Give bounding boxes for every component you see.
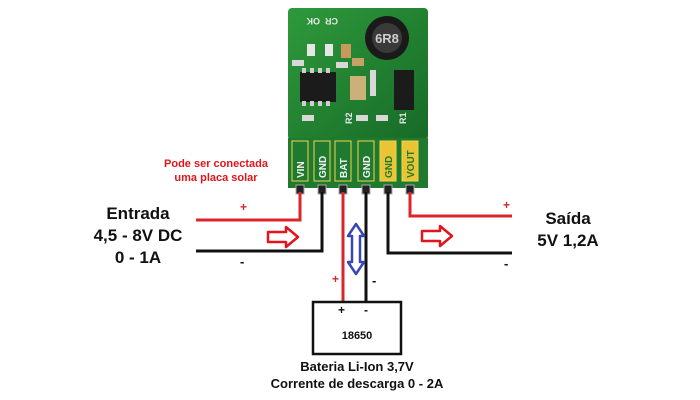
battery-wire-minus-sign: - [372,273,377,288]
output-minus-sign: - [504,256,509,271]
solar-note: Pode ser conectada uma placa solar [146,157,286,185]
battery-minus-terminal: - [364,303,368,317]
smd-part [292,60,304,66]
input-plus-sign: + [240,200,248,214]
smd-part [341,44,351,58]
solar-note-line2: uma placa solar [174,172,258,184]
ic-chip [300,68,336,106]
input-title: Entrada [106,204,170,223]
output-positive-wire [408,192,512,218]
smd-part [370,70,376,96]
battery-plus-terminal: + [338,303,346,317]
battery-cell-label: 18650 [341,330,373,342]
battery-description-line1: Bateria Li-Ion 3,7V [300,359,414,374]
input-minus-sign: - [240,254,245,269]
pin-label-gnd-3: GND [362,156,373,178]
transistor [394,70,414,110]
wires [196,192,512,303]
output-flow-arrow [420,224,454,248]
battery-description: Bateria Li-Ion 3,7V Corrente de descarga… [230,358,484,392]
input-negative-wire [196,192,324,253]
smd-part [350,76,366,100]
output-plus-sign: + [503,198,511,212]
battery-flow-arrow [346,222,366,276]
pin-label-box-gnd-4 [379,140,397,182]
pin-label-box-vin-0 [291,140,309,182]
led-label-ok: OK [306,16,320,26]
led-cr [325,44,333,56]
led-ok [307,44,315,56]
pin-label-vout-5: VOUT [406,150,417,178]
smd-part [356,115,368,121]
pin-label-box-vout-5 [401,140,419,182]
input-spec: Entrada 4,5 - 8V DC 0 - 1A [78,203,198,269]
solar-note-line1: Pode ser conectada [164,158,268,170]
resistor-label-r2: R2 [344,112,354,124]
pin-label-gnd-4: GND [384,156,395,178]
battery-description-line2: Corrente de descarga 0 - 2A [270,376,444,391]
battery-wire-plus-sign: + [332,272,340,286]
pin-label-vin-0: VIN [296,161,307,178]
output-voltage-current: 5V 1,2A [537,231,599,250]
inductor-label: 6R8 [375,31,399,46]
output-spec: Saída 5V 1,2A [518,208,618,252]
pin-label-box-gnd-3 [357,140,375,182]
battery-box [311,300,403,356]
smd-part [376,115,388,121]
output-negative-wire [386,192,512,255]
pin-label-box-bat-2 [334,140,352,182]
pin-label-box-gnd-1 [313,140,331,182]
resistor-label-r1: R1 [398,112,408,124]
pin-label-bat-2: BAT [339,158,350,178]
smd-part [352,58,364,66]
pin-label-gnd-1: GND [318,156,329,178]
input-current: 0 - 1A [114,248,162,267]
inductor: 6R8 [365,16,409,60]
output-title: Saída [545,209,591,228]
converter-module: 6R8 OK CR R2 R1 [288,8,428,140]
smd-part [302,115,314,121]
input-positive-wire [196,192,302,222]
pin-header-area: VIN GND BAT GND GND VOUT [288,138,428,195]
led-label-cr: CR [325,16,338,26]
input-voltage: 4,5 - 8V DC [93,226,183,245]
input-flow-arrow [266,225,300,249]
smd-part [336,62,348,68]
